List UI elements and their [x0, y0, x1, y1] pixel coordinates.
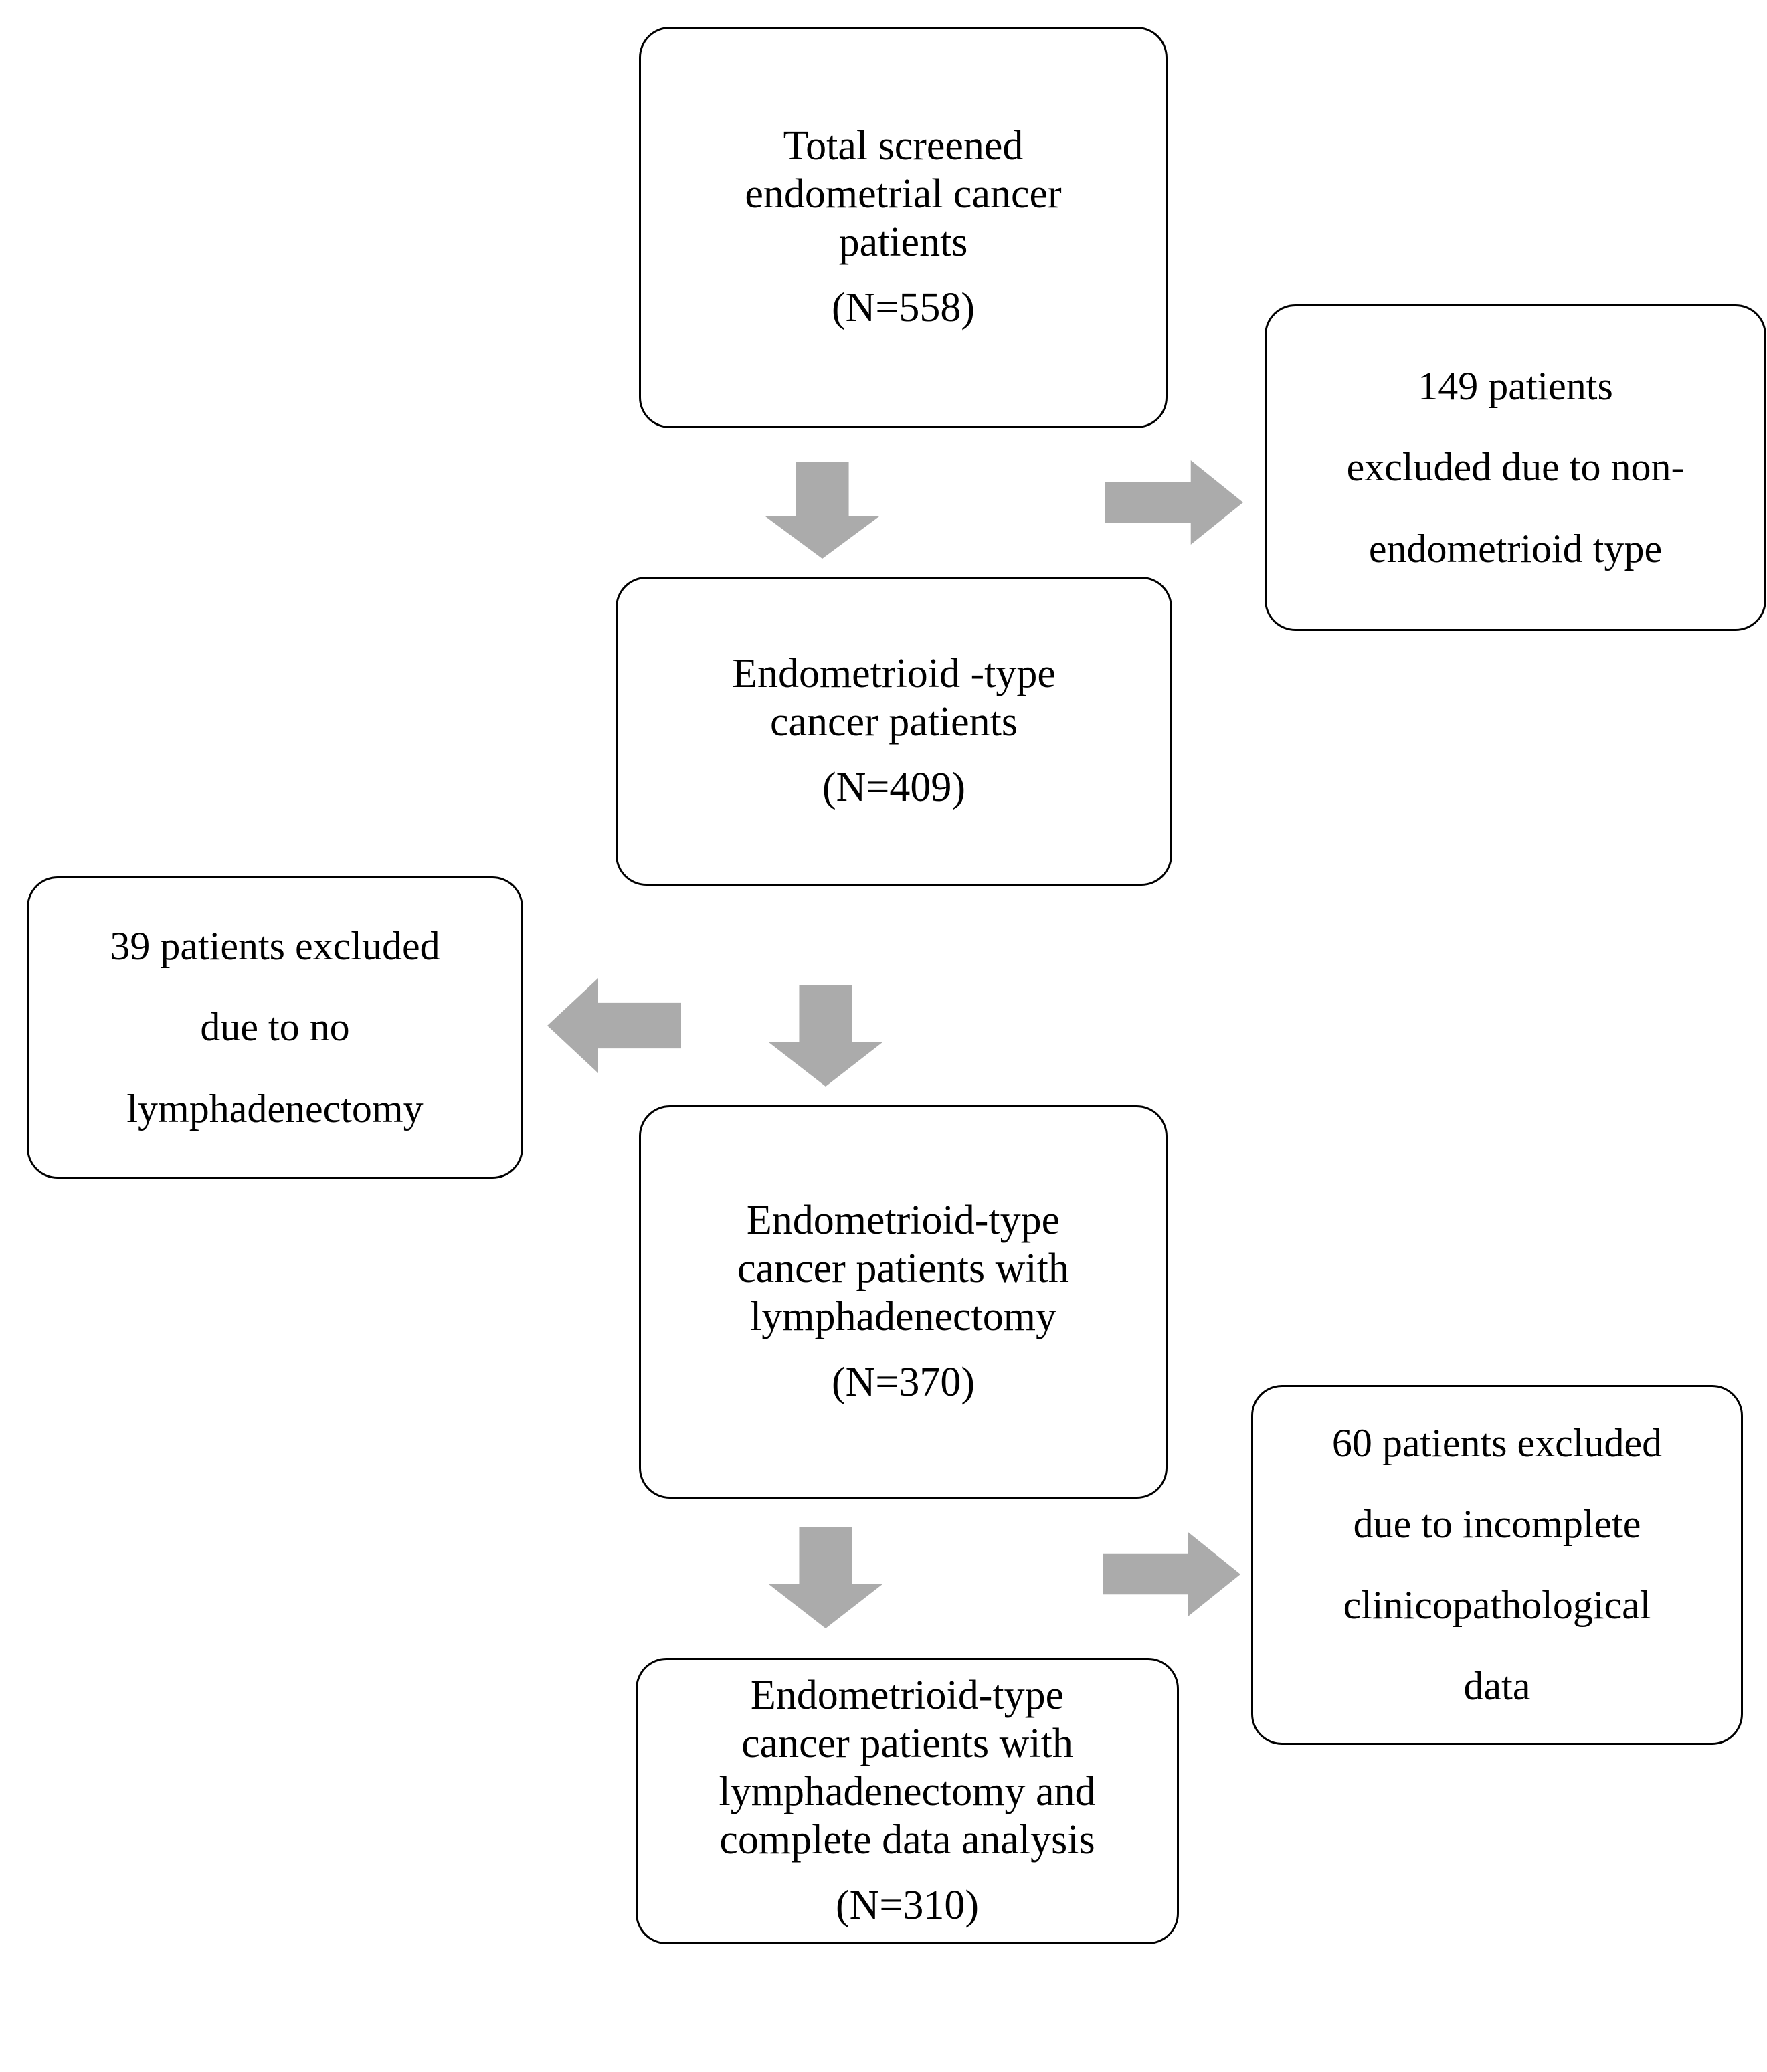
node-text-line: 39 patients excluded [110, 924, 440, 969]
node-text-line: lymphadenectomy and [719, 1769, 1096, 1815]
node-text-line: patients [838, 219, 968, 265]
arrow-down-endometrioid-to-lymphadenectomy [768, 985, 883, 1087]
node-text-line: clinicopathological [1343, 1583, 1651, 1627]
node-count-label: (N=558) [831, 284, 975, 331]
node-text-line: Endometrioid -type [732, 651, 1056, 697]
flow-node-excluded-incomplete-data: 60 patients excluded due to incomplete c… [1251, 1385, 1743, 1745]
flow-node-total-screened: Total screened endometrial cancer patien… [639, 27, 1168, 428]
node-text-line: Endometrioid-type [746, 1198, 1060, 1244]
node-count-label: (N=409) [822, 764, 966, 810]
arrow-left-endometrioid-to-excluded-nolymphadenectomy [547, 978, 681, 1073]
flow-node-with-lymphadenectomy: Endometrioid-type cancer patients with l… [639, 1105, 1168, 1499]
arrow-right-lymphadenectomy-to-excluded-incomplete [1103, 1532, 1240, 1616]
node-count-label: (N=310) [835, 1882, 980, 1928]
node-text-line: lymphadenectomy [750, 1294, 1056, 1339]
flow-node-endometrioid-type: Endometrioid -type cancer patients (N=40… [616, 577, 1172, 886]
node-text-line: Endometrioid-type [750, 1673, 1064, 1719]
node-text-line: endometrioid type [1368, 526, 1663, 571]
node-text-line: due to incomplete [1353, 1501, 1641, 1546]
node-text-line: excluded due to non- [1346, 445, 1685, 490]
node-text-line: 60 patients excluded [1331, 1420, 1663, 1465]
node-text-line: endometrial cancer [745, 171, 1062, 217]
node-text-line: due to no [200, 1005, 350, 1050]
node-text-line: Total screened [783, 123, 1024, 169]
flow-node-excluded-nonendometrioid: 149 patients excluded due to non- endome… [1265, 304, 1766, 631]
node-text-line: lymphadenectomy [126, 1086, 424, 1131]
arrow-down-screened-to-endometrioid [765, 462, 880, 559]
node-text-line: complete data analysis [719, 1816, 1095, 1863]
flow-node-final-analysis-cohort: Endometrioid-type cancer patients with l… [636, 1658, 1179, 1944]
node-text-line: data [1463, 1664, 1531, 1709]
arrow-down-lymphadenectomy-to-final [768, 1527, 883, 1628]
flow-node-excluded-no-lymphadenectomy: 39 patients excluded due to no lymphaden… [27, 876, 523, 1179]
node-text-line: cancer patients [769, 699, 1018, 745]
node-text-line: 149 patients [1418, 364, 1613, 409]
node-count-label: (N=370) [831, 1359, 975, 1405]
node-text-line: cancer patients with [737, 1246, 1069, 1292]
node-text-line: cancer patients with [741, 1721, 1073, 1767]
arrow-right-screened-to-excluded-nonendometrioid [1105, 460, 1243, 545]
